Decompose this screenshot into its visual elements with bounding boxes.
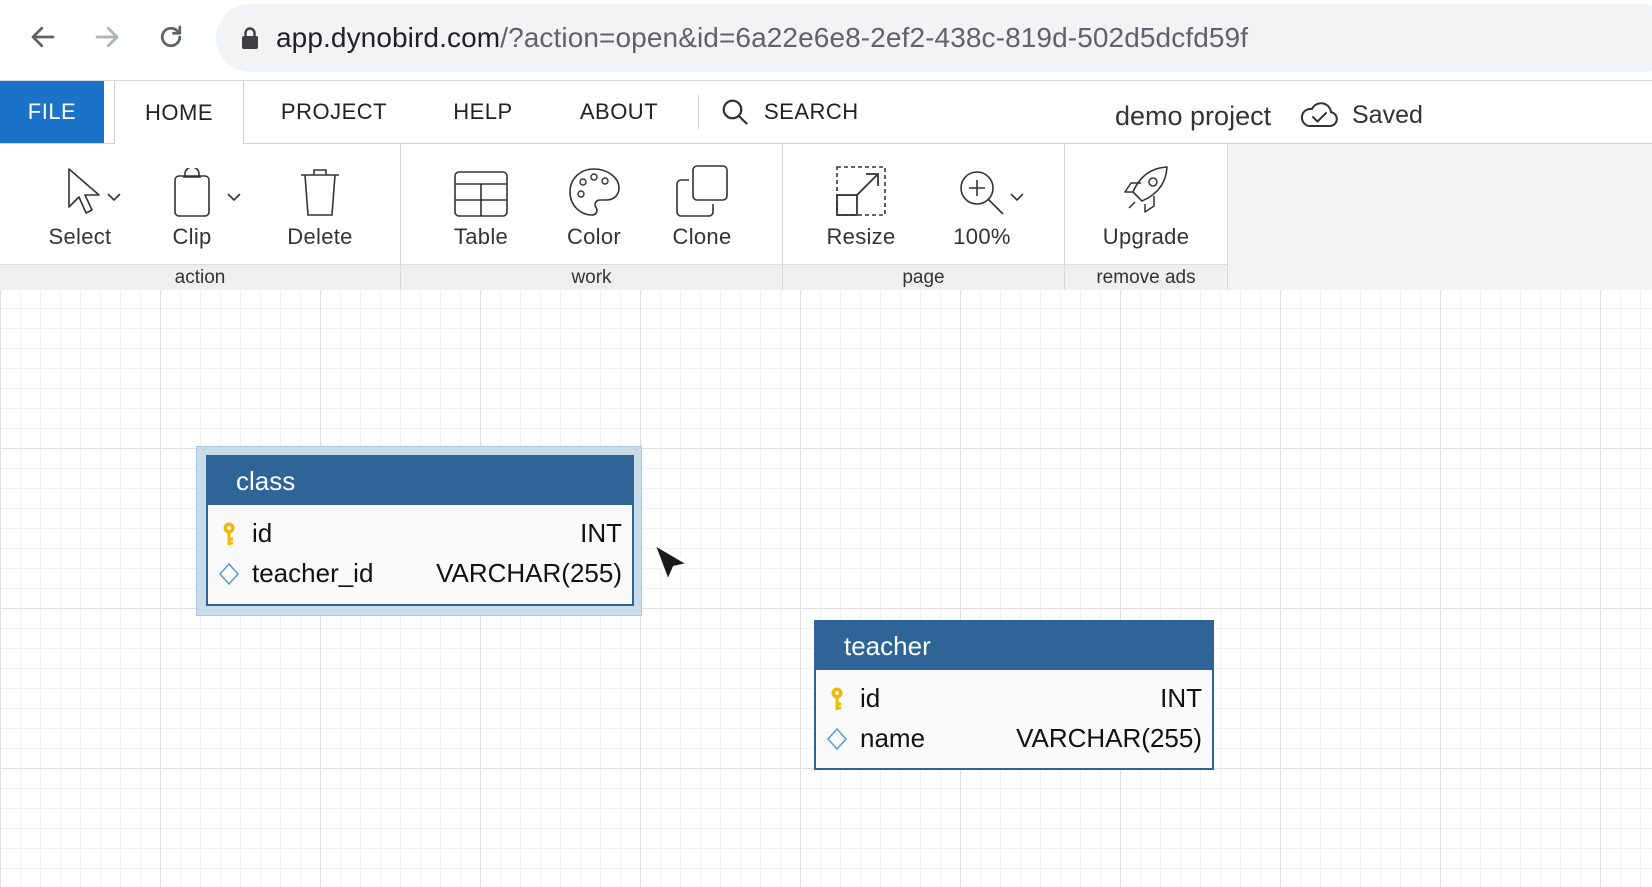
search-icon xyxy=(722,99,748,125)
select-dropdown-chevron-icon[interactable] xyxy=(106,192,122,202)
url-text: app.dynobird.com/?action=open&id=6a22e6e… xyxy=(276,22,1248,54)
column-name: name xyxy=(860,722,926,753)
address-bar[interactable]: app.dynobird.com/?action=open&id=6a22e6e… xyxy=(216,4,1652,72)
column-type: VARCHAR(255) xyxy=(1016,722,1202,753)
table-column-row[interactable]: id INT xyxy=(208,513,632,553)
table-column-row[interactable]: id INT xyxy=(816,678,1212,718)
zoom-in-icon xyxy=(960,171,1004,215)
rocket-icon xyxy=(1124,166,1168,213)
trash-icon xyxy=(301,169,339,216)
column-name: id xyxy=(252,517,273,548)
ribbon-group-page: Resize 100% page xyxy=(783,144,1065,290)
arrow-left-icon xyxy=(31,26,55,48)
zoom-dropdown-chevron-icon[interactable] xyxy=(1009,192,1025,202)
color-label: Color xyxy=(566,224,622,249)
clone-label: Clone xyxy=(672,224,732,249)
tab-project[interactable]: PROJECT xyxy=(280,99,388,124)
clip-tool-button[interactable]: Clip xyxy=(162,164,222,250)
pointer-icon xyxy=(68,168,100,214)
table-header[interactable]: class xyxy=(208,457,632,505)
table-column-row[interactable]: name VARCHAR(255) xyxy=(816,718,1212,758)
resize-icon xyxy=(836,166,886,216)
menu-divider xyxy=(698,95,699,129)
clipboard-icon xyxy=(174,168,210,217)
project-name[interactable]: demo project xyxy=(1115,101,1272,131)
zoom-button[interactable]: 100% xyxy=(947,164,1017,250)
save-status: Saved xyxy=(1298,97,1423,133)
diamond-icon xyxy=(826,727,848,751)
forward-button[interactable] xyxy=(84,14,130,60)
mouse-cursor-icon xyxy=(652,542,690,583)
ribbon-empty-area xyxy=(1228,144,1652,290)
lock-icon xyxy=(242,27,258,49)
upgrade-label: Upgrade xyxy=(1102,224,1190,249)
tab-help[interactable]: HELP xyxy=(453,99,513,124)
primary-key-icon xyxy=(831,687,843,710)
delete-label: Delete xyxy=(287,224,353,249)
tab-about[interactable]: ABOUT xyxy=(579,99,659,124)
ribbon-group-action: Select Clip Delete action xyxy=(0,144,401,290)
group-label-action: action xyxy=(0,264,400,290)
column-type: INT xyxy=(580,517,622,548)
url-host: app.dynobird.com xyxy=(276,22,501,53)
clip-dropdown-chevron-icon[interactable] xyxy=(226,192,242,202)
upgrade-button[interactable]: Upgrade xyxy=(1099,164,1193,250)
table-header[interactable]: teacher xyxy=(816,622,1212,670)
clone-icon xyxy=(676,165,728,217)
group-label-page: page xyxy=(783,264,1064,290)
table-column-row[interactable]: teacher_id VARCHAR(255) xyxy=(208,553,632,593)
reload-icon xyxy=(160,25,182,48)
tab-home[interactable]: HOME xyxy=(114,81,244,145)
column-type: VARCHAR(255) xyxy=(436,557,622,588)
ribbon-group-work: Table Color Clone work xyxy=(401,144,783,290)
reload-button[interactable] xyxy=(148,14,194,60)
primary-key-icon xyxy=(223,522,235,545)
clone-tool-button[interactable]: Clone xyxy=(669,164,735,250)
table-label: Table xyxy=(453,224,509,249)
column-type: INT xyxy=(1160,682,1202,713)
select-label: Select xyxy=(48,224,112,249)
cloud-check-icon xyxy=(1300,102,1338,127)
back-button[interactable] xyxy=(20,14,66,60)
app-menu-bar: FILE HOME PROJECT HELP ABOUT SEARCH demo… xyxy=(0,80,1652,145)
er-table-teacher[interactable]: teacher id INT name VARCHAR(255) xyxy=(814,620,1214,770)
group-label-remove-ads: remove ads xyxy=(1065,264,1227,290)
column-name: teacher_id xyxy=(252,557,374,588)
search-label: SEARCH xyxy=(764,99,859,124)
ribbon-group-remove-ads: Upgrade remove ads xyxy=(1065,144,1228,290)
column-name: id xyxy=(860,682,881,713)
url-path: /?action=open&id=6a22e6e8-2ef2-438c-819d… xyxy=(500,22,1249,53)
group-label-work: work xyxy=(401,264,782,290)
color-tool-button[interactable]: Color xyxy=(559,164,629,250)
ribbon-toolbar: Select Clip Delete action Table Color Cl… xyxy=(0,144,1652,290)
resize-label: Resize xyxy=(826,224,896,249)
delete-tool-button[interactable]: Delete xyxy=(282,164,358,250)
select-tool-button[interactable]: Select xyxy=(44,164,116,250)
arrow-right-icon xyxy=(95,26,119,48)
table-tool-button[interactable]: Table xyxy=(445,164,517,250)
clip-label: Clip xyxy=(172,224,212,249)
resize-tool-button[interactable]: Resize xyxy=(825,164,897,250)
save-status-label: Saved xyxy=(1352,100,1423,129)
tab-file[interactable]: FILE xyxy=(0,81,104,143)
er-table-class[interactable]: class id INT teacher_id VARCHAR(255) xyxy=(206,455,634,606)
palette-icon xyxy=(569,168,620,216)
zoom-level: 100% xyxy=(953,224,1011,249)
table-icon xyxy=(454,171,508,217)
browser-toolbar: app.dynobird.com/?action=open&id=6a22e6e… xyxy=(0,0,1652,76)
diamond-icon xyxy=(218,562,240,586)
search-button[interactable]: SEARCH xyxy=(720,81,859,143)
